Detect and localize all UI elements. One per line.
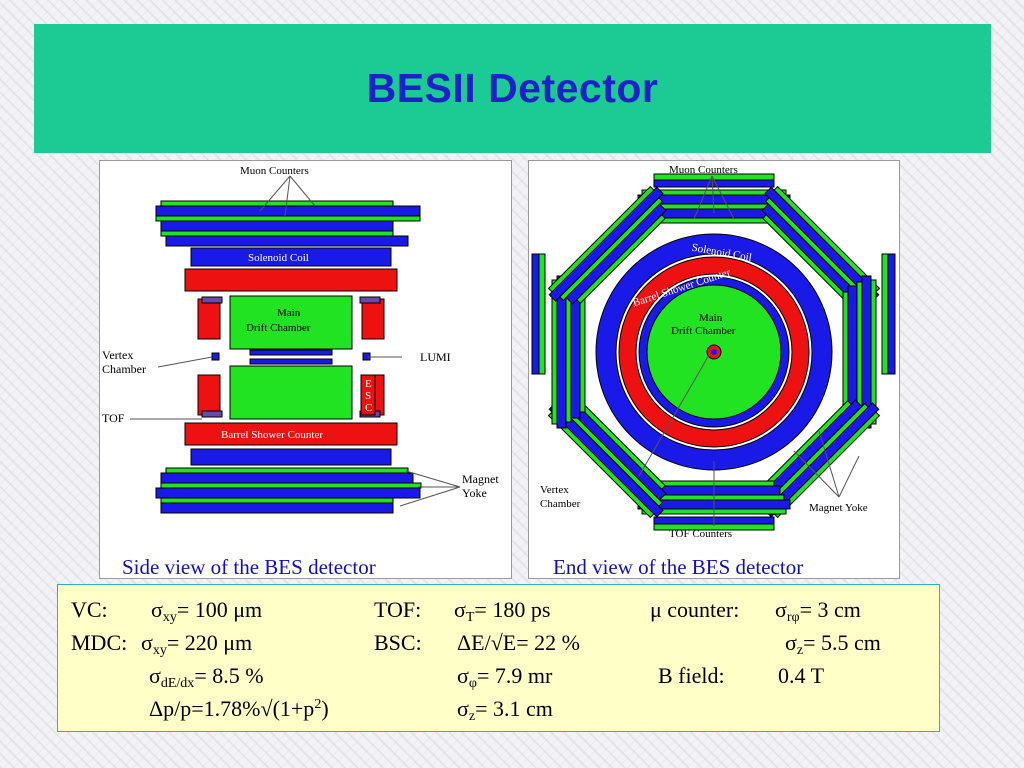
vertex-label-line1: Vertex bbox=[102, 348, 133, 362]
tof-spec-label: TOF: bbox=[374, 597, 422, 622]
end-muon-pointers bbox=[693, 175, 735, 220]
dedx-spec: σdE/dx= 8.5 % bbox=[149, 663, 264, 691]
bottom-yoke-bars bbox=[155, 467, 422, 514]
main-drift-label-line2: Drift Chamber bbox=[246, 322, 311, 334]
bsc-label: BSC: bbox=[374, 630, 422, 655]
mu-rphi-spec: σrφ= 3 cm bbox=[775, 597, 861, 625]
tof-spec: σT= 180 ps bbox=[454, 597, 551, 625]
bsc-z-spec: σz= 3.1 cm bbox=[457, 696, 553, 724]
magnet-label-line1: Magnet bbox=[462, 472, 499, 486]
end-vertex-line1: Vertex bbox=[540, 484, 569, 496]
lumi-label: LUMI bbox=[420, 350, 451, 364]
esc-letter-e: E bbox=[365, 378, 372, 390]
side-view-diagram: Muon Counters Solenoid Coil Main Drift C… bbox=[102, 165, 499, 514]
end-view-caption: End view of the BES detector bbox=[553, 555, 804, 579]
mdc-spec: σxy= 220 μm bbox=[141, 630, 253, 658]
main-drift-chamber-bottom bbox=[229, 365, 353, 420]
magnet-label-line2: Yoke bbox=[462, 486, 487, 500]
magnet-pointer-lines bbox=[399, 470, 461, 507]
bottom-solenoid-bar bbox=[190, 448, 392, 466]
phi-spec: σφ= 7.9 mr bbox=[457, 663, 553, 691]
vc-label: VC: bbox=[71, 597, 108, 622]
vertex-chamber-bars bbox=[211, 349, 371, 365]
muon-counters-label: Muon Counters bbox=[240, 165, 309, 177]
top-red-coil-bar bbox=[184, 268, 398, 292]
magnet-yoke-pointers bbox=[793, 430, 860, 498]
momentum-resolution-spec: Δp/p=1.78%√(1+p2) bbox=[149, 696, 329, 721]
end-vertex-line2: Chamber bbox=[540, 498, 581, 510]
tof-label: TOF bbox=[102, 411, 125, 425]
end-vertex-pointer bbox=[638, 354, 710, 477]
top-muon-bars bbox=[155, 200, 421, 247]
octagon-yoke bbox=[545, 173, 883, 531]
spec-box: VC: σxy= 100 μm TOF: σT= 180 ps μ counte… bbox=[57, 584, 940, 732]
bfield-label: B field: bbox=[658, 663, 725, 688]
mu-z-spec: σz= 5.5 cm bbox=[785, 630, 881, 658]
muon-pointer-lines bbox=[259, 175, 316, 217]
vertex-label-line2: Chamber bbox=[102, 362, 146, 376]
side-view-caption: Side view of the BES detector bbox=[122, 555, 376, 579]
end-main-drift-line2: Drift Chamber bbox=[671, 325, 736, 337]
solenoid-coil-label: Solenoid Coil bbox=[248, 252, 309, 264]
end-view-panel: Muon Counters Solenoid Coil Barrel Showe… bbox=[528, 160, 900, 579]
bsc-spec: ΔE/√E= 22 % bbox=[457, 630, 580, 655]
mdc-label: MDC: bbox=[71, 630, 128, 655]
vc-spec: σxy= 100 μm bbox=[151, 597, 263, 625]
solenoid-coil-bar bbox=[190, 247, 392, 267]
main-drift-chamber-top bbox=[229, 295, 353, 350]
end-main-drift-line1: Main bbox=[699, 312, 723, 324]
bfield-value: 0.4 T bbox=[778, 663, 825, 688]
main-drift-label-line1: Main bbox=[277, 307, 301, 319]
side-view-panel: Muon Counters Solenoid Coil Main Drift C… bbox=[99, 160, 512, 579]
esc-letter-s: S bbox=[365, 390, 371, 402]
end-muon-counters-label: Muon Counters bbox=[669, 164, 738, 176]
barrel-shower-label: Barrel Shower Counter bbox=[221, 429, 323, 441]
tof-counters-label: TOF Counters bbox=[669, 528, 732, 540]
barrel-shower-bar bbox=[184, 422, 398, 446]
slide-title: BESII Detector bbox=[366, 65, 659, 111]
vertex-pointer bbox=[157, 356, 213, 368]
end-magnet-yoke-label: Magnet Yoke bbox=[809, 502, 868, 514]
title-bar: BESII Detector bbox=[34, 24, 991, 153]
side-muon-plates bbox=[531, 253, 896, 375]
mu-counter-label: μ counter: bbox=[650, 597, 740, 622]
esc-letter-c: C bbox=[365, 402, 372, 414]
esc-block bbox=[360, 374, 376, 416]
end-view-diagram: Muon Counters Solenoid Coil Barrel Showe… bbox=[531, 164, 896, 540]
